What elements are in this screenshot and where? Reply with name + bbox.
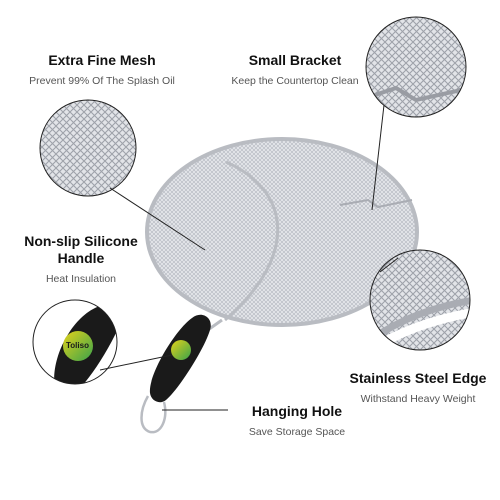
callout-title: Stainless Steel Edge — [349, 370, 487, 386]
callout-subtitle: Prevent 99% Of The Splash Oil — [29, 75, 175, 87]
leader-lines — [99, 104, 399, 411]
callout-subtitle: Save Storage Space — [248, 426, 346, 438]
mesh-closeup-icon — [39, 99, 137, 197]
splatter-screen — [145, 137, 419, 334]
callout-title: Extra Fine Mesh — [48, 52, 156, 68]
callout-subtitle: Heat Insulation — [45, 273, 117, 285]
callout-title: Small Bracket — [248, 52, 342, 68]
callout-title: Hanging Hole — [251, 403, 343, 419]
bracket-closeup-icon — [365, 16, 467, 118]
callout-small-bracket: Small Bracket Keep the Countertop Clean — [220, 52, 370, 87]
callout-title: Non-slip Silicone Handle — [24, 233, 138, 266]
silicone-handle — [140, 314, 211, 434]
callout-hanging-hole: Hanging Hole Save Storage Space — [232, 403, 362, 438]
brand-logo-text: Toliso — [66, 341, 89, 350]
callout-subtitle: Keep the Countertop Clean — [231, 75, 359, 87]
callout-non-slip-handle: Non-slip Silicone Handle Heat Insulation — [6, 233, 156, 285]
rim-closeup-icon — [369, 249, 471, 351]
handle-closeup-icon — [32, 299, 118, 385]
callout-stainless-steel-edge: Stainless Steel Edge Withstand Heavy Wei… — [338, 370, 498, 405]
callout-extra-fine-mesh: Extra Fine Mesh Prevent 99% Of The Splas… — [12, 52, 192, 87]
callout-subtitle: Withstand Heavy Weight — [360, 393, 476, 405]
